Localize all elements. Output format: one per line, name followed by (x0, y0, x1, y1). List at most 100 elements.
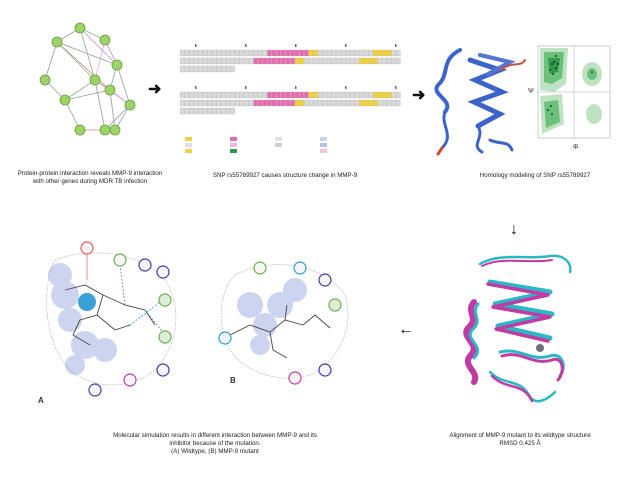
ppi-node (74, 22, 86, 34)
sequence-cell (350, 91, 355, 99)
ppi-node (111, 59, 123, 71)
sequence-cell (230, 57, 235, 65)
arrow-right-icon: ➜ (148, 81, 162, 98)
sequence-cell (391, 49, 396, 57)
sequence-cell (253, 49, 258, 57)
sequence-cell (212, 91, 217, 99)
sequence-tick (345, 44, 347, 47)
sequence-cell (345, 91, 350, 99)
ppi-node (39, 74, 51, 86)
sequence-cell (285, 57, 291, 65)
sequence-cell (377, 91, 383, 99)
sequence-cell (239, 91, 245, 99)
sequence-cell (281, 49, 286, 57)
sequence-tick (245, 44, 247, 47)
sequence-cell (189, 107, 194, 115)
sequence-cell (308, 91, 314, 99)
ppi-node (124, 99, 136, 111)
sequence-cell (198, 49, 203, 57)
sequence-cell (359, 49, 364, 57)
sequence-cell (386, 49, 392, 57)
sequence-cell (396, 99, 401, 107)
sequence-cell (253, 91, 258, 99)
interaction-diagram-wildtype (46, 241, 177, 397)
sequence-cell (299, 57, 304, 65)
sequence-cell (377, 57, 383, 65)
sequence-cell (373, 99, 378, 107)
ppi-node (109, 124, 121, 136)
sequence-cell (359, 91, 364, 99)
sequence-cell (313, 91, 318, 99)
ppi-node (99, 34, 111, 46)
sequence-cell (267, 91, 272, 99)
sequence-cell (198, 107, 203, 115)
sequence-cell (212, 65, 217, 73)
sequence-cell (207, 91, 212, 99)
sequence-cell (248, 49, 254, 57)
sequence-cell (294, 57, 300, 65)
sequence-cell (317, 99, 323, 107)
sequence-cell (198, 57, 203, 65)
sequence-cell (299, 91, 304, 99)
sequence-cell (212, 57, 217, 65)
sequence-cell (225, 91, 231, 99)
sequence-cell (354, 49, 360, 57)
sequence-cell (386, 99, 392, 107)
sequence-cell (207, 107, 212, 115)
sequence-cell (198, 91, 203, 99)
sequence-cell (239, 49, 245, 57)
sequence-cell (294, 91, 300, 99)
sequence-cell (230, 65, 235, 73)
sequence-cell (354, 99, 360, 107)
sequence-cell (294, 99, 300, 107)
sequence-cell (294, 49, 300, 57)
sequence-cell (285, 91, 291, 99)
sequence-cell (396, 49, 401, 57)
sequence-cell (276, 99, 281, 107)
sequence-cell (276, 49, 281, 57)
sequence-cell (225, 65, 231, 73)
sequence-cell (382, 49, 387, 57)
sequence-cell (322, 91, 327, 99)
sequence-cell (304, 49, 309, 57)
sequence-cell (304, 99, 309, 107)
sequence-cell (267, 49, 272, 57)
sequence-cell (179, 57, 185, 65)
sequence-cell (382, 99, 387, 107)
ppi-node (74, 124, 86, 136)
sequence-cell (281, 57, 286, 65)
sequence-cell (382, 91, 387, 99)
sequence-tick (395, 86, 397, 89)
ramachandran-plot (537, 45, 611, 139)
sequence-cell (258, 49, 263, 57)
sequence-cell (345, 57, 350, 65)
sequence-cell (359, 57, 364, 65)
sequence-cell (207, 65, 212, 73)
sequence-cell (198, 65, 203, 73)
sequence-cell (373, 91, 378, 99)
sequence-cell (308, 49, 314, 57)
ppi-node (99, 124, 111, 136)
sequence-cell (198, 99, 203, 107)
sequence-cell (363, 49, 369, 57)
sequence-cell (340, 99, 346, 107)
sequence-cell (244, 99, 249, 107)
sequence-cell (290, 99, 295, 107)
sequence-cell (189, 49, 194, 57)
sequence-cell (363, 91, 369, 99)
sequence-cell (212, 49, 217, 57)
sequence-cell (202, 57, 208, 65)
arrow-left-icon: ← (398, 321, 414, 338)
sequence-cell (354, 91, 360, 99)
sequence-cell (391, 91, 396, 99)
caption-ppi: Protein-protein interaction reveals MMP-… (17, 170, 163, 185)
sequence-cell (327, 49, 332, 57)
sequence-cell (271, 99, 277, 107)
sequence-alignment (179, 44, 401, 115)
sequence-cell (179, 99, 185, 107)
sequence-cell (322, 57, 327, 65)
sequence-cell (313, 49, 318, 57)
sequence-cell (239, 99, 245, 107)
sequence-cell (317, 91, 323, 99)
sequence-tick (345, 86, 347, 89)
